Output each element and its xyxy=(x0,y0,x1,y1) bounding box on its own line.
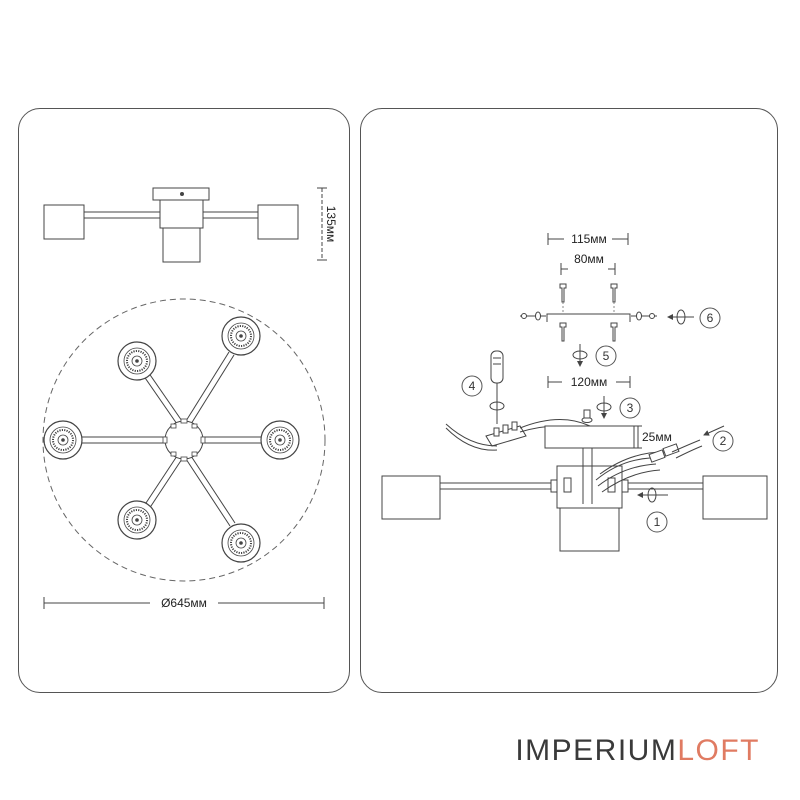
arms xyxy=(76,351,262,527)
lamp-heads xyxy=(43,316,300,563)
diameter-dimension-line xyxy=(43,597,325,609)
bracket-inner-label: 80мм xyxy=(574,252,604,266)
diameter-dimension-label: Ø645мм xyxy=(161,596,207,610)
installation-panel xyxy=(360,108,778,693)
step-6-label: 6 xyxy=(707,311,714,325)
side-view xyxy=(43,187,299,263)
step-4-label: 4 xyxy=(469,379,476,393)
step-1-label: 1 xyxy=(654,515,661,529)
bracket-dimension-lines xyxy=(547,233,629,275)
lamp-head-left xyxy=(43,420,83,460)
fixture-assembly xyxy=(381,448,768,552)
brand-logo: IMPERIUMLOFT xyxy=(515,734,760,768)
step-2-label: 2 xyxy=(720,434,727,448)
step-3-marker xyxy=(619,397,641,419)
step-4-marker xyxy=(461,375,483,397)
step-5-marker xyxy=(595,345,617,367)
brand-part2: LOFT xyxy=(677,734,760,767)
step-markers xyxy=(461,307,734,533)
canopy-width-label: 120мм xyxy=(571,375,608,389)
lamp-head-top-right xyxy=(221,316,261,356)
step-1-marker xyxy=(646,511,668,533)
bracket-outer-label: 115мм xyxy=(571,232,607,246)
lamp-head-right xyxy=(260,420,300,460)
step-2-marker xyxy=(712,430,734,452)
lamp-head-bottom-left xyxy=(117,500,157,540)
step-6-marker xyxy=(699,307,721,329)
top-view xyxy=(42,298,326,582)
terminal-block xyxy=(445,418,593,451)
mounting-bracket xyxy=(520,283,657,342)
diameter-outline xyxy=(42,298,326,582)
wire-bundle xyxy=(595,439,703,493)
canopy-height-dimension xyxy=(634,425,642,449)
screw-guide-lines xyxy=(562,302,615,312)
canopy-height-label: 25мм xyxy=(642,430,672,444)
brand-part1: IMPERIUM xyxy=(515,734,678,767)
screwdriver-icon xyxy=(490,350,504,424)
canopy-width-dimension xyxy=(547,376,631,388)
lamp-head-top-left xyxy=(117,341,157,381)
height-dimension-line xyxy=(317,187,327,261)
canopy xyxy=(544,409,635,449)
step-3-label: 3 xyxy=(627,401,634,415)
height-dimension-label: 135мм xyxy=(324,206,338,243)
lamp-head-bottom-right xyxy=(221,523,261,563)
step-5-label: 5 xyxy=(603,349,610,363)
